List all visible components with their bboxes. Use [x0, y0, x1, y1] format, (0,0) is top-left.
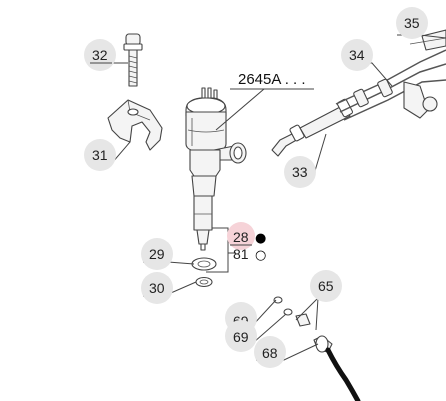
part-34-fuel-line	[335, 29, 446, 121]
callout-33-label: 33	[292, 164, 308, 180]
part-33-leakoff-hose	[271, 98, 354, 157]
callout-68-label: 68	[262, 345, 278, 361]
part-32-bolt	[123, 33, 143, 87]
callout-32-label: 32	[92, 47, 108, 63]
reference-number-label: 2645A . . .	[238, 71, 306, 88]
callout-28: 28	[227, 222, 255, 250]
callout-33: 33	[284, 156, 316, 188]
callout-69-lower: 69	[225, 320, 257, 352]
filled-circle-marker: ●	[255, 231, 266, 246]
part-65-return-hose	[273, 296, 361, 401]
open-circle-marker: ○	[255, 248, 266, 263]
callout-68: 68	[254, 336, 286, 368]
callout-34-label: 34	[349, 47, 365, 63]
callout-30: 30	[141, 272, 173, 304]
callout-31-label: 31	[92, 147, 108, 163]
callout-29-label: 29	[149, 246, 165, 262]
callout-69-lower-label: 69	[233, 329, 249, 345]
injector	[185, 87, 247, 251]
part-29-washer	[191, 257, 217, 271]
callout-81: 81	[233, 246, 249, 262]
callout-28-label: 28	[233, 229, 249, 245]
callout-31: 31	[84, 139, 116, 171]
callout-35-label: 35	[404, 15, 420, 31]
part-31-clamp	[107, 99, 163, 151]
part-30-seal-ring	[195, 276, 213, 288]
callout-65-label: 65	[318, 278, 334, 294]
callout-32: 32	[84, 39, 116, 71]
callout-65: 65	[310, 270, 342, 302]
callout-81-label: 81	[233, 246, 249, 262]
callout-29: 29	[141, 238, 173, 270]
callout-34: 34	[341, 39, 373, 71]
callout-35: 35	[396, 7, 428, 39]
callout-30-label: 30	[149, 280, 165, 296]
